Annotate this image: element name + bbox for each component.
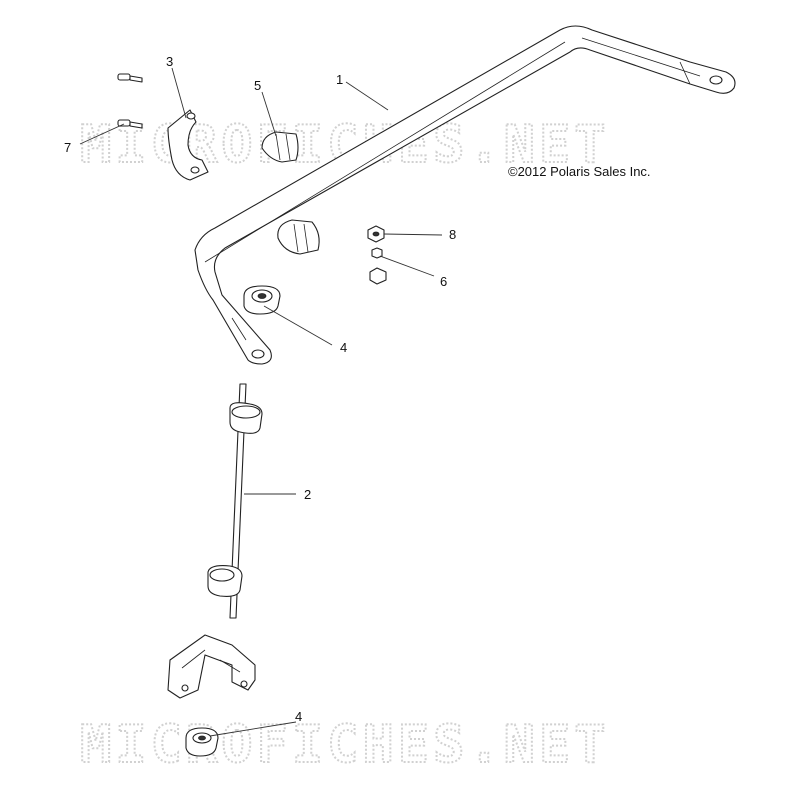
nut-lower [369,247,387,285]
link-rod [207,383,263,619]
copyright-text: ©2012 Polaris Sales Inc. [508,164,651,179]
watermark-bottom: MICROFICHES.NET [80,715,610,775]
stabilizer-bar [194,25,736,365]
callout-7: 7 [64,140,71,155]
bar-bushing-upper [261,131,299,163]
mounting-bracket [167,634,256,699]
callout-8: 8 [449,227,456,242]
callout-6: 6 [440,274,447,289]
callout-1: 1 [336,72,343,87]
bolt-upper [117,73,143,83]
callout-5: 5 [254,78,261,93]
callout-4-lower: 4 [295,709,302,724]
grommet-upper [243,285,281,315]
bolt-lower [117,119,143,129]
grommet-lower [185,727,219,757]
bar-clamp [167,109,209,181]
callout-4-upper: 4 [340,340,347,355]
callout-2: 2 [304,487,311,502]
callout-3: 3 [166,54,173,69]
nut-upper [367,225,385,243]
leader-lines [79,67,443,737]
bar-bushing-lower [277,219,320,255]
